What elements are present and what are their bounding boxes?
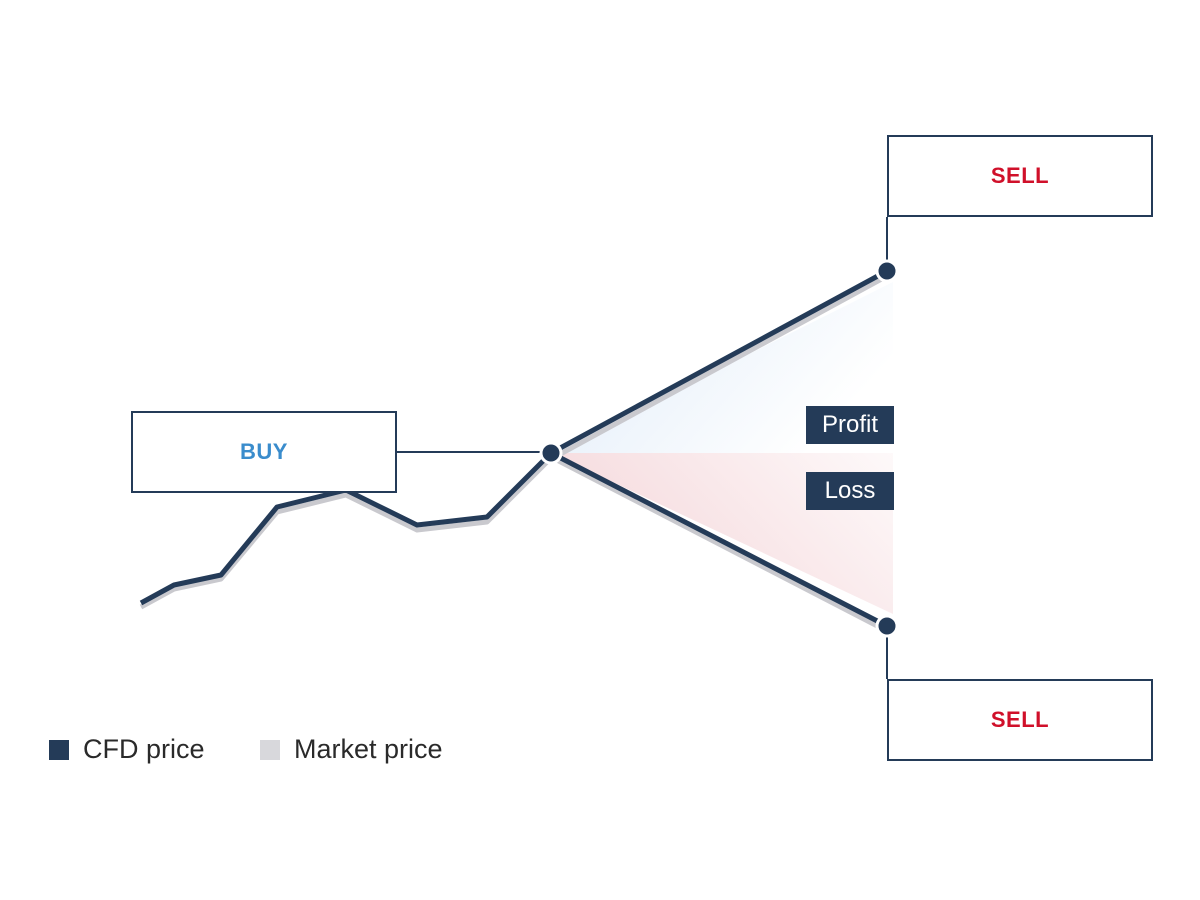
profit-exit-point	[875, 259, 899, 283]
sell-bottom-box: SELL	[887, 679, 1153, 761]
cfd-lower-branch	[549, 450, 889, 629]
cfd-swatch	[49, 739, 69, 760]
market-lower-branch	[551, 455, 889, 634]
loss-tag: Loss	[806, 472, 894, 510]
profit-tag: Profit	[806, 406, 894, 444]
legend-market-price: Market price	[260, 734, 443, 765]
buy-box: BUY	[131, 411, 397, 493]
cfd-price-line	[139, 451, 553, 606]
loss-label: Loss	[824, 477, 876, 504]
sell-top-label: SELL	[990, 163, 1050, 188]
loss-exit-point	[875, 614, 899, 638]
cfd-upper-branch	[549, 268, 889, 456]
sell-bottom-label: SELL	[990, 707, 1050, 732]
market-swatch	[260, 739, 280, 760]
profit-label: Profit	[821, 411, 878, 438]
sell-top-box: SELL	[887, 135, 1153, 217]
market-price-line	[139, 456, 553, 610]
legend-cfd-label: CFD price	[83, 734, 205, 764]
market-upper-branch	[551, 273, 889, 461]
entry-point	[539, 441, 563, 465]
buy-label: BUY	[240, 439, 288, 464]
legend-market-label: Market price	[294, 734, 443, 764]
legend-cfd-price: CFD price	[49, 734, 205, 765]
